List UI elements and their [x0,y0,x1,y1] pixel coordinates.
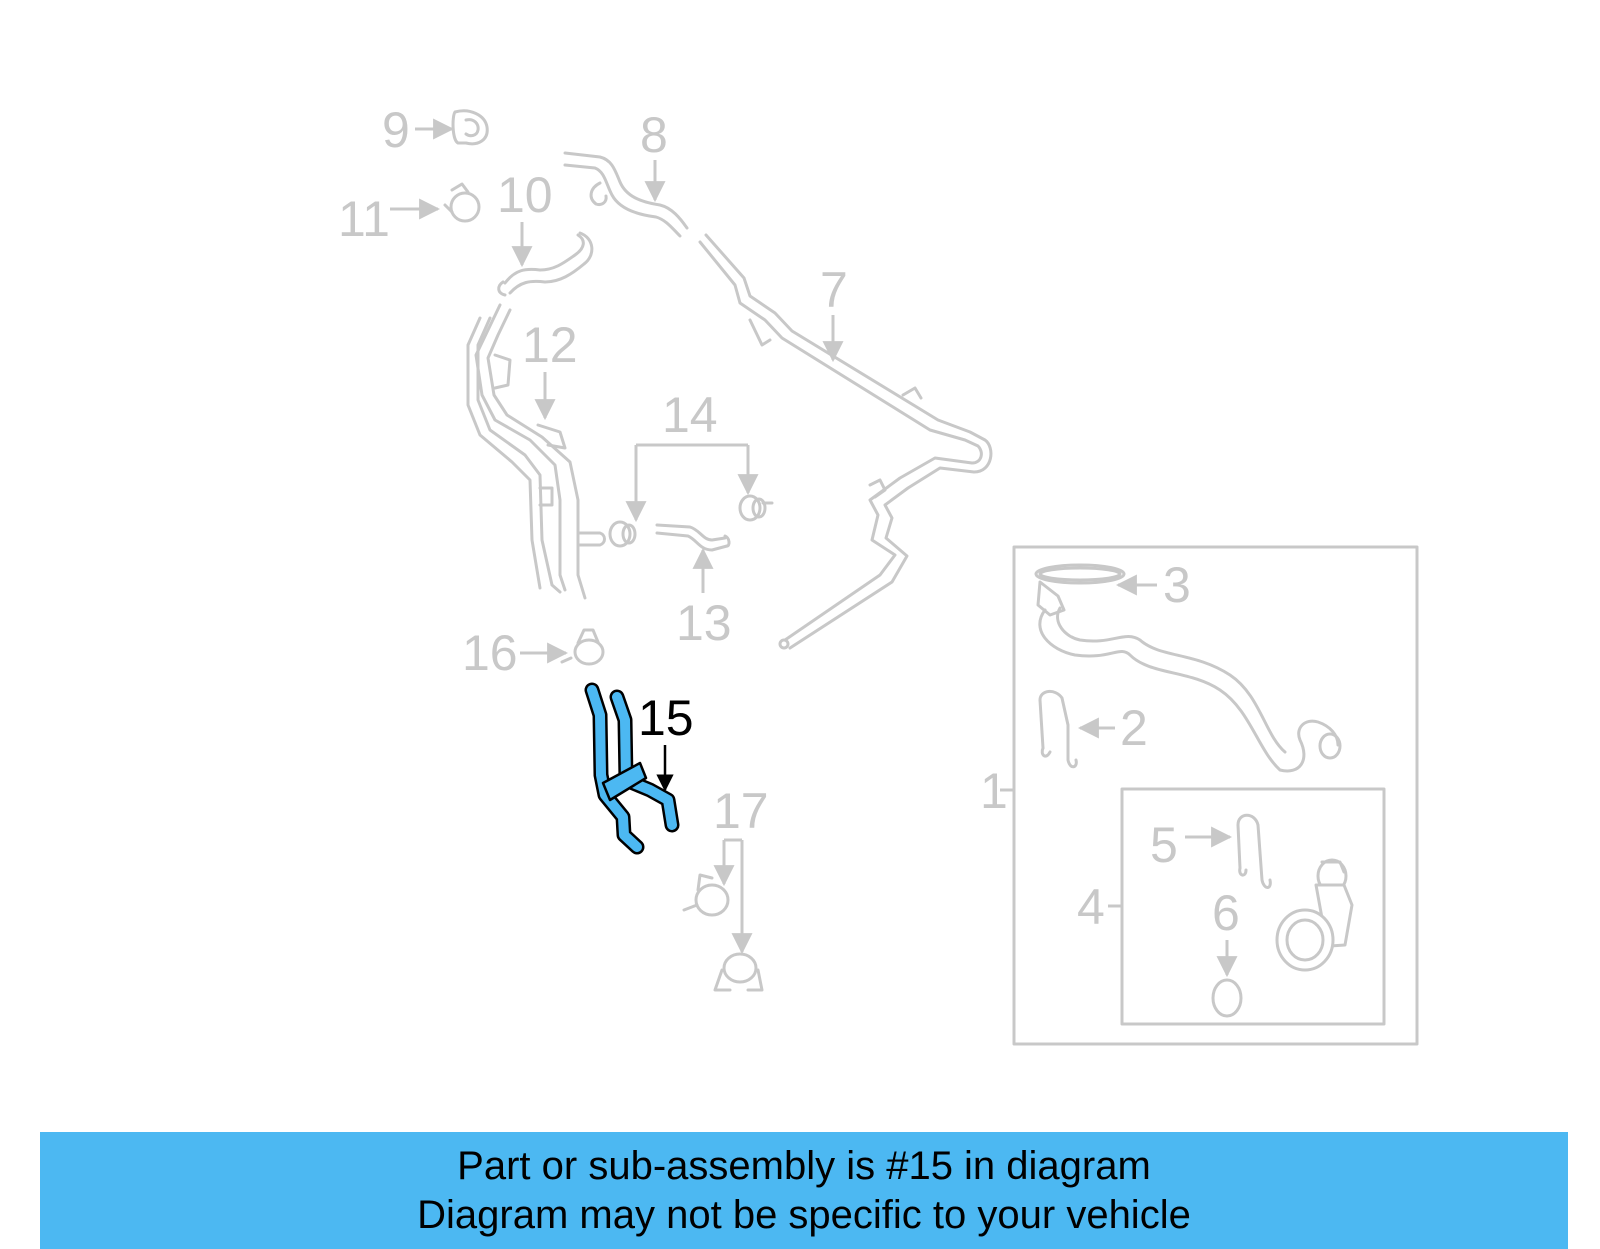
part-1-box[interactable] [1012,545,1419,1046]
part-6-oring[interactable] [1211,978,1243,1018]
label-7: 7 [820,262,848,318]
banner-line-1: Part or sub-assembly is #15 in diagram [457,1144,1151,1188]
label-16: 16 [462,625,518,681]
label-14: 14 [662,387,718,443]
part-5-clip[interactable] [1236,813,1272,889]
label-3: 3 [1163,557,1191,613]
label-5: 5 [1150,817,1178,873]
part-2-clip[interactable] [1038,690,1078,769]
part-12-pipe[interactable] [466,303,606,600]
banner-line-2: Diagram may not be specific to your vehi… [417,1193,1191,1237]
label-15: 15 [638,690,694,746]
label-6: 6 [1212,885,1240,941]
part-15-hose[interactable] [584,682,680,855]
info-banner: Part or sub-assembly is #15 in diagram D… [40,1132,1568,1249]
part-17-clamps[interactable] [682,873,764,992]
label-9: 9 [382,102,410,158]
part-11-clip[interactable] [443,182,481,223]
label-12: 12 [522,317,578,373]
label-10: 10 [497,167,553,223]
label-2: 2 [1120,700,1148,756]
part-8-hose[interactable] [563,151,689,238]
part-7-pipe[interactable] [698,233,993,650]
part-16-clamp[interactable] [560,628,605,666]
label-13: 13 [676,595,732,651]
part-14-clamps[interactable] [608,494,774,548]
label-4: 4 [1077,879,1105,935]
label-17: 17 [713,783,769,839]
label-11: 11 [338,191,390,247]
outlet-fitting[interactable] [1275,858,1354,972]
label-8: 8 [640,107,668,163]
part-13-hose[interactable] [655,523,731,552]
part-10-hose[interactable] [497,231,594,297]
part-9-clip[interactable] [451,109,489,146]
part-3-hose[interactable] [1034,563,1342,773]
